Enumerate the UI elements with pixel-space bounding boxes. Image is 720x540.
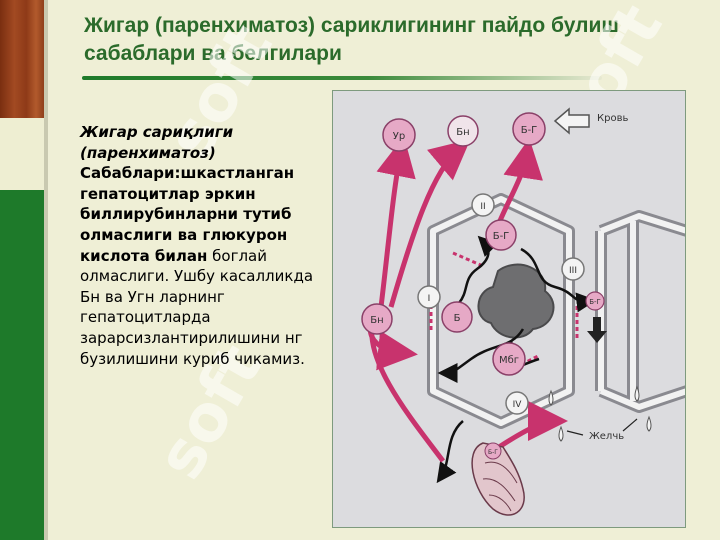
green-band	[0, 190, 48, 540]
label-krov: Кровь	[597, 113, 628, 124]
body-text-bold: Сабаблари:шкастланган гепатоцитлар эркин…	[80, 164, 295, 265]
node-bg-right-label: Б-Г	[589, 298, 601, 306]
node-mbg: Мбг	[492, 342, 526, 376]
light-band	[0, 118, 48, 190]
node-ii-label: II	[480, 202, 485, 212]
label-zhelch: Желчь	[589, 431, 624, 442]
node-bg-bottom-label: Б-Г	[488, 449, 498, 456]
liver-diagram-svg: Ур Бн Б-Г Кровь II Б-Г I Бн Б	[361, 107, 685, 516]
node-bg-top-label: Б-Г	[521, 125, 538, 136]
body-text-italic: Жигар сариқлиги (паренхиматоз)	[80, 123, 234, 162]
node-b: Б	[441, 301, 473, 333]
node-bg-right: Б-Г	[585, 291, 605, 311]
node-bg-top: Б-Г	[512, 112, 546, 146]
node-i-label: I	[428, 294, 431, 304]
node-bn-left-label: Бн	[370, 315, 383, 326]
node-ii: II	[471, 193, 495, 217]
node-bn-left: Бн	[361, 303, 393, 335]
node-ur-label: Ур	[393, 131, 405, 142]
node-bn-top-label: Бн	[456, 127, 469, 138]
hexagon-inner-lines	[430, 196, 685, 426]
bile-drops	[548, 385, 652, 442]
intestine-illustration: Б-Г	[471, 442, 525, 516]
zhelch-pointer-line	[566, 418, 638, 436]
node-iii-label: III	[569, 266, 577, 276]
title-underline	[82, 76, 602, 80]
node-ur: Ур	[382, 118, 416, 152]
left-decor-strip	[0, 0, 48, 540]
node-mbg-label: Мбг	[499, 355, 519, 366]
body-text: Жигар сариқлиги (паренхиматоз) Сабаблари…	[80, 122, 320, 369]
node-iv: IV	[505, 391, 529, 415]
liver-cell-blob	[477, 263, 555, 339]
wood-texture	[0, 0, 48, 118]
node-bg-mid-label: Б-Г	[493, 231, 510, 242]
node-bn-top: Бн	[447, 115, 479, 147]
node-b-label: Б	[454, 313, 461, 324]
node-i: I	[417, 285, 441, 309]
node-bg-mid: Б-Г	[485, 219, 517, 251]
krov-arrow-icon	[553, 107, 590, 135]
liver-diagram: Ур Бн Б-Г Кровь II Б-Г I Бн Б	[332, 90, 686, 528]
node-iii: III	[561, 257, 585, 281]
slide-title: Жигар (паренхиматоз) сариклигининг пайдо…	[84, 14, 619, 65]
node-iv-label: IV	[513, 400, 523, 410]
body-text-regular: боглай олмаслиги. Ушбу касалликда Бн ва …	[80, 246, 314, 368]
black-arrows	[436, 235, 597, 484]
strip-edge	[44, 0, 48, 540]
right-down-arrow-icon	[587, 317, 607, 343]
